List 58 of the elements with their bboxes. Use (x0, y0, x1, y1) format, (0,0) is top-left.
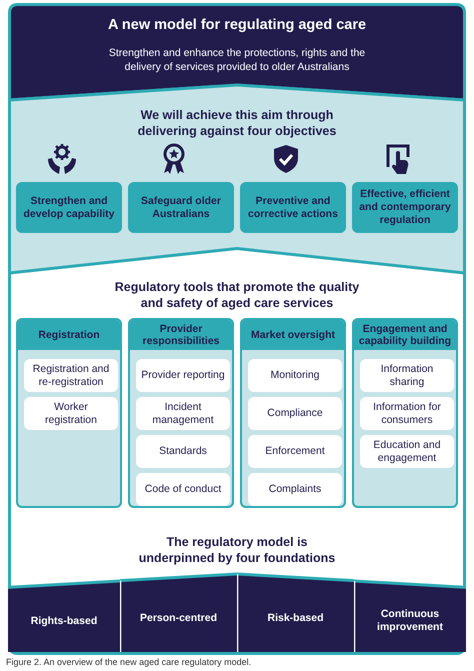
objective-text: Effective, efficient and contemporary regulation (358, 188, 452, 227)
objective-text: Preventive and corrective actions (247, 194, 339, 220)
tool-text: Compliance (267, 407, 323, 420)
tool-box (24, 359, 118, 392)
panel-heading: Regulatory tools that promote the quality and safety of aged care services (114, 279, 360, 311)
tool-text: Information for consumers (372, 401, 442, 426)
tool-box (248, 435, 342, 468)
tool-column (240, 318, 346, 508)
banner-title: A new model for regulating aged care (106, 17, 368, 33)
figure-caption: Figure 2. An overview of the new aged care regulatory model. (6, 657, 252, 667)
tool-text: Code of conduct (144, 483, 222, 496)
tool-text: Worker registration (44, 401, 98, 426)
objective-box (16, 182, 122, 233)
tool-box (360, 397, 454, 430)
banner-subtitle: Strengthen and enhance the protections, rights and the delivery of services provided to older Australians (108, 46, 366, 74)
column-header: Registration (18, 320, 120, 350)
foundation-text: Rights-based (30, 614, 98, 628)
panel-heading: We will achieve this aim through delivering against four objectives (136, 107, 338, 139)
foundation-box (237, 570, 354, 652)
tool-text: Information sharing (380, 363, 434, 388)
tool-text: Monitoring (270, 369, 320, 382)
tool-box (136, 435, 230, 468)
tool-box (136, 473, 230, 506)
tool-text: Provider reporting (141, 369, 225, 382)
foundation-box (354, 576, 466, 652)
tool-text: Registration and re-registration (32, 363, 110, 388)
tool-column (128, 318, 234, 508)
objective-text: Safeguard older Australians (140, 194, 222, 220)
tool-box (24, 397, 118, 430)
tool-column (352, 318, 458, 508)
objective-box (352, 182, 458, 233)
tool-column (16, 318, 122, 508)
tool-text: Standards (159, 445, 207, 458)
tool-box (360, 435, 454, 468)
foundation-text: Risk-based (267, 612, 324, 625)
foundation-box (120, 570, 237, 652)
objective-text: Strengthen and develop capability (22, 194, 116, 220)
panel-heading: The regulatory model is underpinned by four foundations (138, 534, 336, 566)
tool-box (248, 359, 342, 392)
objective-box (128, 182, 234, 233)
tool-box (136, 397, 230, 430)
tool-box (136, 359, 230, 392)
banner (8, 3, 466, 100)
tools-panel (8, 247, 466, 655)
foundation-text: Continuous improvement (376, 608, 444, 634)
column-header: Market oversight (242, 320, 344, 350)
objective-box (240, 182, 346, 233)
column-header: Engagement and capability building (354, 320, 456, 350)
column-header: Provider responsibilities (130, 320, 232, 350)
tool-text: Complaints (268, 483, 322, 496)
tool-text: Education and engagement (372, 439, 442, 464)
tool-box (248, 473, 342, 506)
foundation-text: Person-centred (140, 612, 218, 625)
tool-text: Incident management (151, 401, 215, 426)
foundation-box (8, 576, 120, 652)
tool-box (360, 359, 454, 392)
tool-text: Enforcement (265, 445, 325, 458)
tool-box (248, 397, 342, 430)
